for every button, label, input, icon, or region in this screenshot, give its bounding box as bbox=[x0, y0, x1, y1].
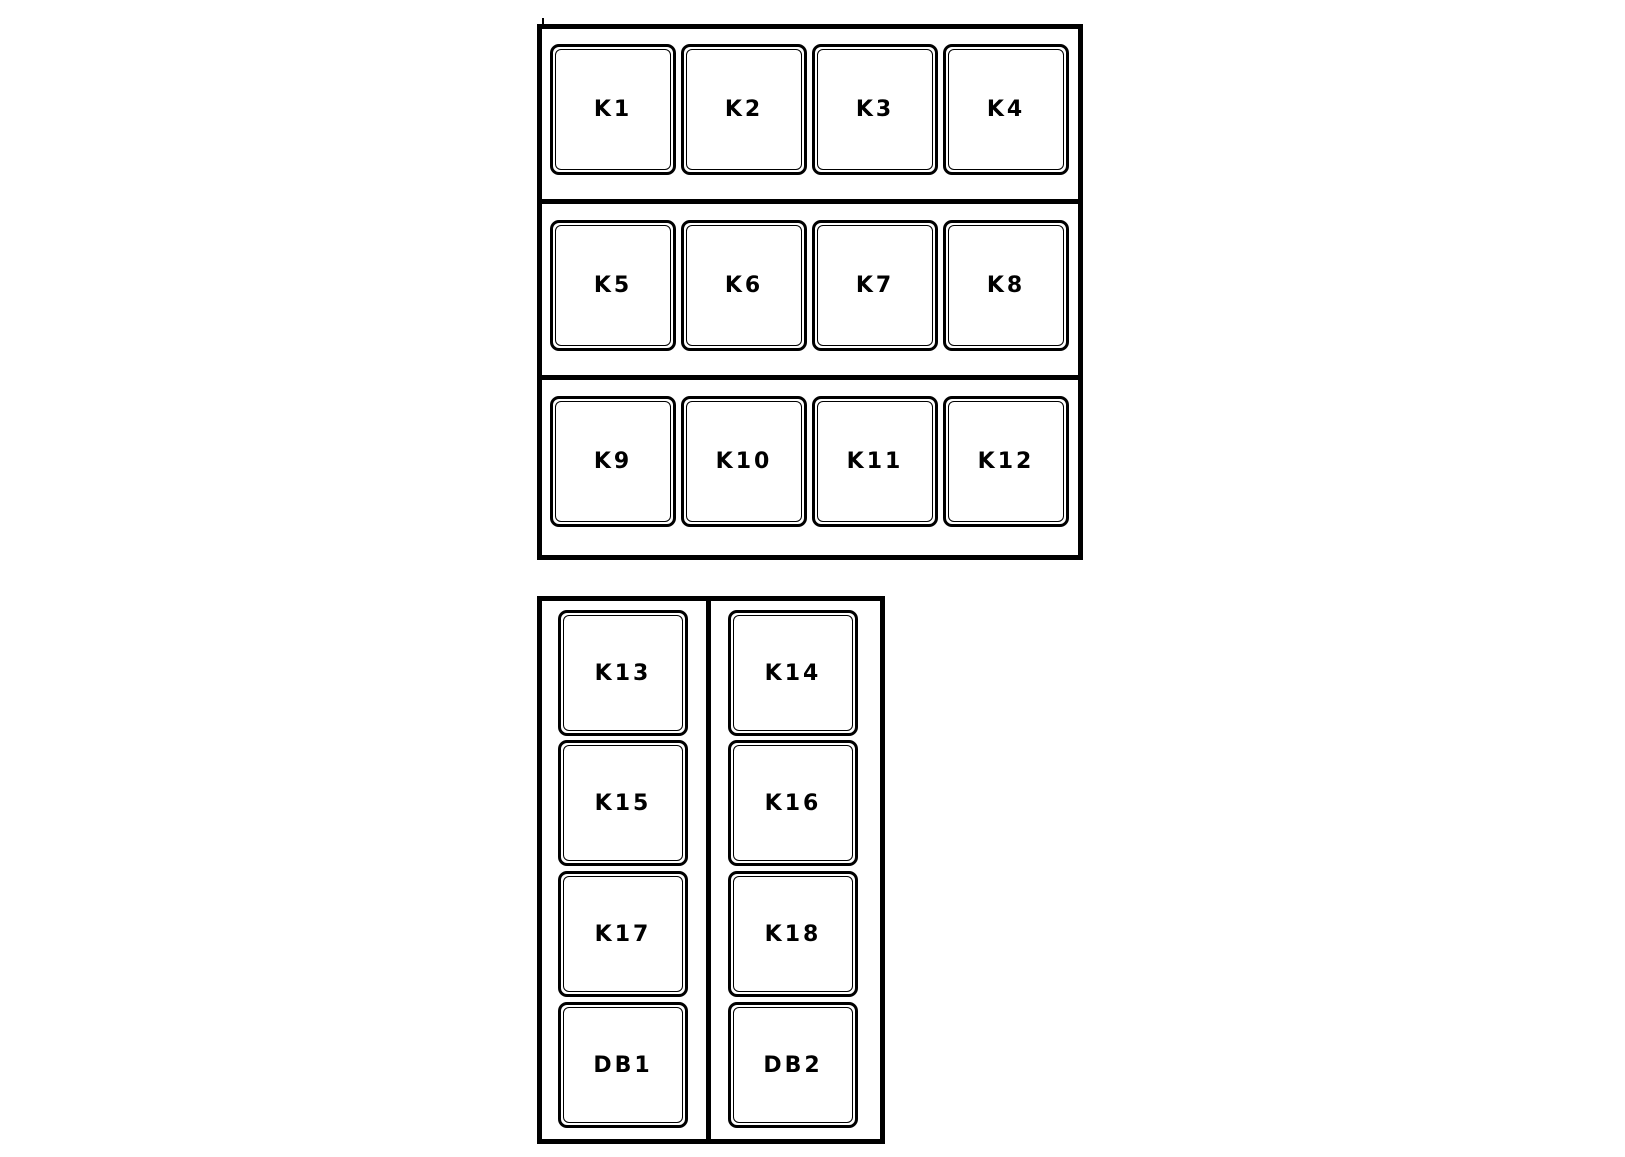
relay-label: DB2 bbox=[763, 1052, 823, 1078]
relay-k3: K3 bbox=[812, 44, 938, 175]
relay-label: K7 bbox=[855, 273, 895, 298]
relay-label: K8 bbox=[986, 273, 1026, 298]
relay-label: K4 bbox=[986, 97, 1026, 122]
column-divider bbox=[706, 596, 711, 1144]
relay-k16: K16 bbox=[728, 740, 858, 866]
row-divider-2 bbox=[537, 375, 1083, 380]
relay-label: K11 bbox=[846, 449, 904, 474]
relay-k10: K10 bbox=[681, 396, 807, 527]
corner-tick bbox=[542, 18, 544, 25]
relay-k18: K18 bbox=[728, 871, 858, 997]
relay-label: K2 bbox=[724, 97, 764, 122]
relay-k13: K13 bbox=[558, 610, 688, 736]
relay-label: K14 bbox=[764, 660, 822, 686]
relay-label: K10 bbox=[715, 449, 773, 474]
relay-k6: K6 bbox=[681, 220, 807, 351]
relay-label: K6 bbox=[724, 273, 764, 298]
relay-db2: DB2 bbox=[728, 1002, 858, 1128]
relay-k15: K15 bbox=[558, 740, 688, 866]
relay-label: K1 bbox=[593, 97, 633, 122]
relay-label: K5 bbox=[593, 273, 633, 298]
relay-label: K15 bbox=[594, 790, 652, 816]
relay-db1: DB1 bbox=[558, 1002, 688, 1128]
relay-label: K3 bbox=[855, 97, 895, 122]
relay-label: K13 bbox=[594, 660, 652, 686]
relay-k2: K2 bbox=[681, 44, 807, 175]
relay-k4: K4 bbox=[943, 44, 1069, 175]
relay-label: DB1 bbox=[593, 1052, 653, 1078]
relay-k7: K7 bbox=[812, 220, 938, 351]
relay-k11: K11 bbox=[812, 396, 938, 527]
relay-label: K12 bbox=[977, 449, 1035, 474]
relay-k5: K5 bbox=[550, 220, 676, 351]
relay-k8: K8 bbox=[943, 220, 1069, 351]
relay-k14: K14 bbox=[728, 610, 858, 736]
relay-label: K17 bbox=[594, 921, 652, 947]
relay-label: K9 bbox=[593, 449, 633, 474]
relay-k1: K1 bbox=[550, 44, 676, 175]
relay-k17: K17 bbox=[558, 871, 688, 997]
relay-k12: K12 bbox=[943, 396, 1069, 527]
relay-label: K16 bbox=[764, 790, 822, 816]
relay-k9: K9 bbox=[550, 396, 676, 527]
relay-label: K18 bbox=[764, 921, 822, 947]
row-divider-1 bbox=[537, 199, 1083, 204]
